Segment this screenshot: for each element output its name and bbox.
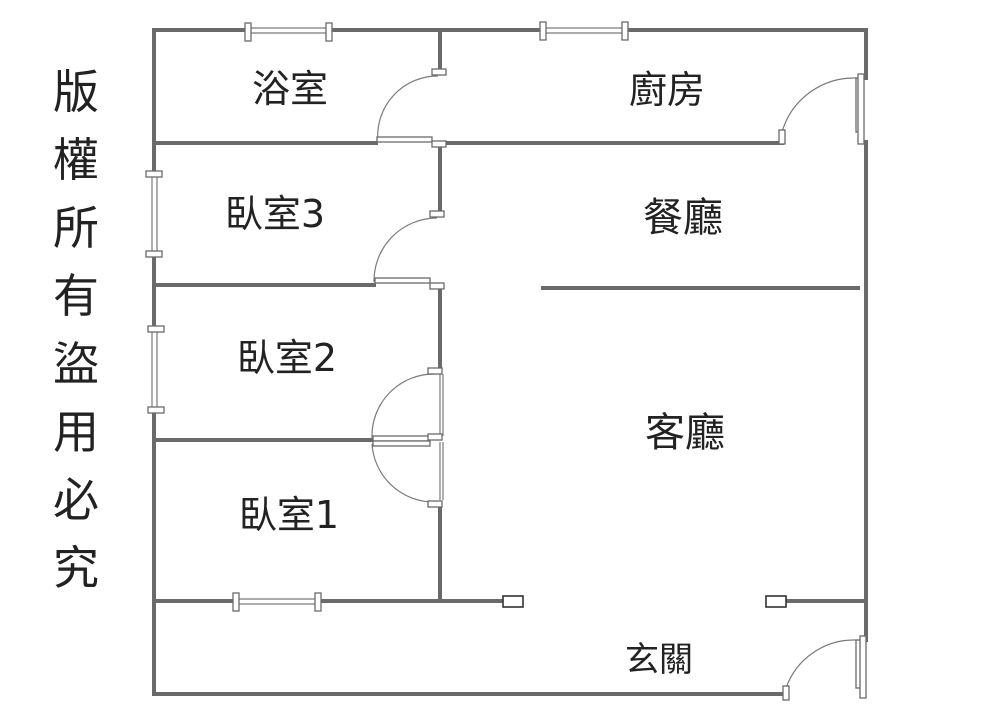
window-bathroom (244, 22, 333, 42)
partition-right-marker (765, 595, 787, 608)
room-label-bedroom3: 臥室3 (225, 192, 325, 236)
interior-walls (152, 28, 866, 603)
window-bedroom2 (147, 325, 165, 414)
watermark-char: 版 (53, 65, 99, 119)
watermark-char: 必 (53, 473, 99, 527)
window-kitchen (539, 21, 629, 41)
room-labels: 浴室 廚房 臥室3 餐廳 臥室2 客廳 臥室1 玄關 (225, 67, 725, 680)
watermark-char: 盜 (53, 337, 99, 391)
watermark-char: 用 (53, 405, 99, 459)
room-label-kitchen: 廚房 (629, 68, 705, 112)
copyright-watermark: 版 權 所 有 盜 用 必 究 (46, 58, 106, 602)
partition-markers (502, 595, 787, 608)
room-label-bathroom: 浴室 (252, 67, 328, 111)
room-label-entrance: 玄關 (625, 640, 693, 680)
door-bedroom2 (371, 367, 444, 442)
room-label-bedroom1: 臥室1 (239, 493, 339, 537)
window-bedroom3 (145, 170, 163, 258)
room-label-bedroom2: 臥室2 (237, 336, 337, 380)
window-bedroom1 (232, 592, 322, 612)
door-kitchen (778, 73, 865, 145)
outer-walls (152, 28, 868, 696)
room-label-dining: 餐廳 (643, 195, 723, 241)
windows (145, 21, 629, 612)
door-bedroom1 (371, 433, 444, 508)
doors (371, 68, 867, 701)
partition-left-marker (502, 595, 524, 608)
watermark-char: 權 (53, 133, 99, 187)
door-bedroom3 (373, 210, 445, 290)
watermark-char: 有 (53, 269, 99, 323)
room-label-living: 客廳 (645, 410, 725, 456)
door-entrance (782, 635, 867, 701)
door-bathroom (376, 68, 447, 148)
watermark-char: 究 (53, 541, 99, 595)
watermark-char: 所 (53, 201, 99, 255)
